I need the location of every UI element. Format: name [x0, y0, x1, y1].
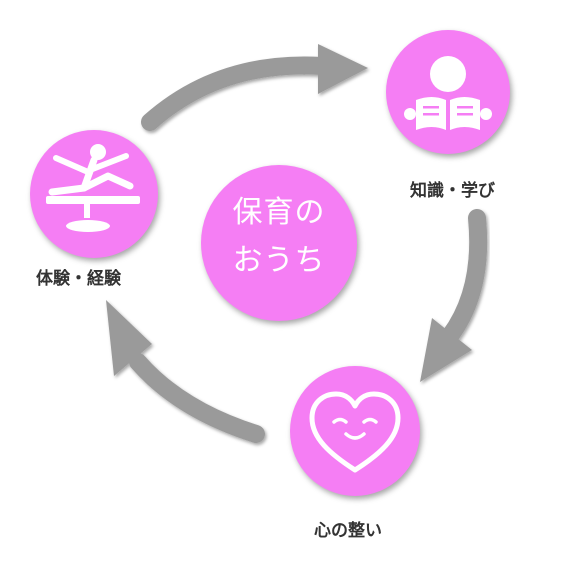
smiling-heart-icon [309, 391, 401, 473]
label-knowledge: 知識・学び [410, 181, 495, 201]
node-wellbeing [290, 366, 420, 496]
center-title-line2: おうち [232, 243, 326, 278]
label-experience: 体験・経験 [36, 269, 121, 289]
node-knowledge [386, 30, 510, 154]
center-title-line1: 保育の [232, 195, 326, 230]
center-node: 保育の おうち [201, 165, 357, 321]
reading-book-icon [404, 56, 492, 130]
arrow-knowledge-to-wellbeing [420, 209, 488, 382]
node-experience [30, 130, 158, 258]
gymnast-on-beam-icon [46, 144, 140, 232]
label-wellbeing: 心の整い [314, 521, 382, 541]
arrow-wellbeing-to-experience [106, 300, 265, 443]
arrow-experience-to-knowledge [141, 44, 368, 131]
